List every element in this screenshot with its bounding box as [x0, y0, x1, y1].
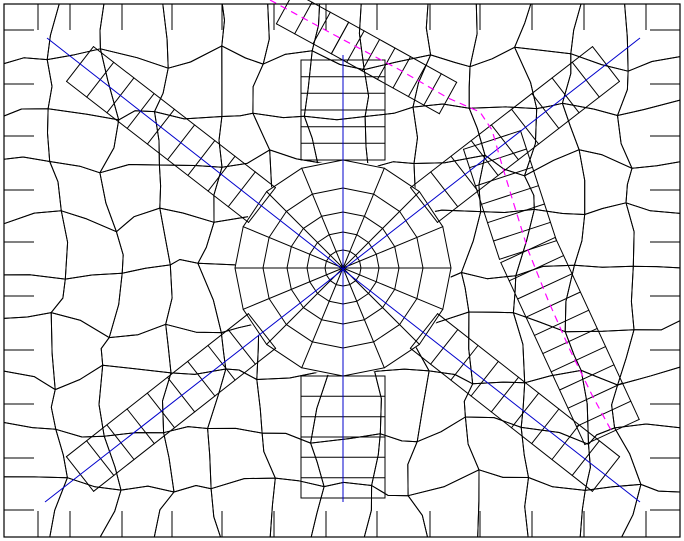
radial-spoke	[342, 267, 385, 369]
diagonal-strip-nw-rung	[227, 171, 256, 208]
curve-strip-2-rung	[377, 47, 396, 80]
diagonal-strip-ne-rung	[470, 140, 499, 176]
curve-strip-2-rung	[438, 81, 458, 115]
curve-strip-4-rung	[525, 291, 581, 318]
radial-spoke	[342, 191, 420, 269]
diagonal-strip-nw-rail	[93, 46, 276, 189]
curve-strip-4-rung	[575, 400, 632, 427]
diagonal-strip-se-rung	[450, 345, 479, 381]
curve-strip-4-rung	[533, 309, 590, 336]
curve-strip-4-rung	[542, 327, 598, 355]
curve-strip-3-rung	[481, 185, 539, 205]
diagonal-strip-sw-rung	[247, 313, 277, 349]
radial-spoke	[266, 267, 344, 345]
curve-strip-3-rung	[475, 166, 533, 187]
curve-strip-4-rung	[567, 382, 623, 409]
diagonal-strip-sw-rung	[227, 329, 256, 365]
diagonal-strip-sw-rung	[86, 440, 115, 476]
diagonal-strip-ne-rail	[410, 46, 593, 189]
mesh-outer-border	[3, 3, 681, 538]
curve-strip-4-rung	[559, 364, 615, 391]
curve-strip-4-rung	[550, 346, 607, 373]
diagonal-strip-se-rung	[571, 440, 600, 476]
curve-strip-2-rung	[407, 64, 427, 98]
diagonal-strip-nw-rung	[248, 187, 276, 223]
radial-spoke	[301, 267, 344, 369]
curve-strip-1-rail	[306, 0, 350, 23]
diagonal-strip-sw-rung	[146, 392, 175, 429]
diagonal-strip-sw-rung	[126, 408, 155, 445]
diagonal-strip-sw-rung	[167, 376, 196, 413]
diagonal-strip-se-rung	[551, 424, 580, 460]
mesh-boundary	[3, 3, 681, 538]
curve-strip-2-rung	[361, 38, 381, 72]
curve-strip-1-rail	[275, 23, 332, 55]
radial-spoke	[342, 267, 444, 310]
curve-strip-3-rung	[469, 148, 527, 169]
diagonal-strip-nw-rung	[187, 140, 216, 176]
curve-strip-2-rail	[330, 53, 440, 115]
diagonal-strip-se-rail	[409, 347, 593, 492]
diagonal-strip-nw-rail	[66, 80, 249, 223]
curve-strip-4-rung	[584, 418, 640, 446]
diagonal-strip-sw-rail	[93, 347, 277, 492]
curve-strip-2-rung	[392, 56, 411, 89]
radial-spoke	[301, 167, 344, 269]
curve-strip-4-rung	[508, 255, 565, 282]
diagonal-strip-se-rung	[470, 360, 499, 397]
diagonal-strip-se-rung	[511, 392, 540, 429]
curve-strip-4-rung	[517, 273, 573, 300]
diagonal-strip-nw-rung	[207, 155, 236, 192]
diagonal-strip-ne-rung	[551, 77, 580, 114]
diagonal-strip-sw-rung	[106, 424, 135, 460]
diagonal-strip-se-rail	[437, 313, 621, 458]
curve-strip-1-rung	[312, 11, 331, 45]
diagonal-strip-se-rung	[430, 329, 459, 365]
diagonal-strip-se-rung	[409, 313, 439, 349]
curve-strip-3-rung	[487, 203, 545, 224]
diagonal-strip-sw-rail	[65, 313, 249, 458]
radial-spoke	[266, 191, 344, 269]
radial-spoke	[342, 167, 385, 269]
diagonal-strip-ne-rung	[410, 187, 438, 223]
diagonal-strip-se-rung	[531, 408, 560, 445]
diagonal-strip-ne-rail	[437, 80, 620, 223]
dashed-curve-guide-line	[269, 0, 613, 433]
diagonal-strip-sw-rung	[207, 345, 236, 381]
diagonal-strip-ne-rung	[450, 155, 479, 192]
radial-spoke	[242, 267, 344, 310]
guide-lines	[44, 0, 641, 503]
diagonal-strip-se-rung	[591, 456, 621, 492]
diagonal-strip-se-rung	[490, 376, 519, 413]
diagonal-strip-ne-rung	[531, 93, 560, 129]
curve-strip-2-rung	[330, 21, 350, 55]
diagonal-strip-ne-rung	[430, 171, 459, 208]
diagonal-strip-ne-rung	[511, 108, 540, 145]
radial-spoke	[242, 226, 344, 269]
diagonal-strip-sw-rung	[65, 456, 95, 492]
diagonal-strip-ne-rung	[490, 124, 519, 161]
curve-strip-3-rung	[463, 130, 521, 150]
radial-spoke	[342, 226, 444, 269]
radial-spoke	[342, 267, 420, 345]
curve-strip-2-rail	[348, 21, 458, 83]
diagonal-strip-sw-rung	[187, 360, 216, 397]
